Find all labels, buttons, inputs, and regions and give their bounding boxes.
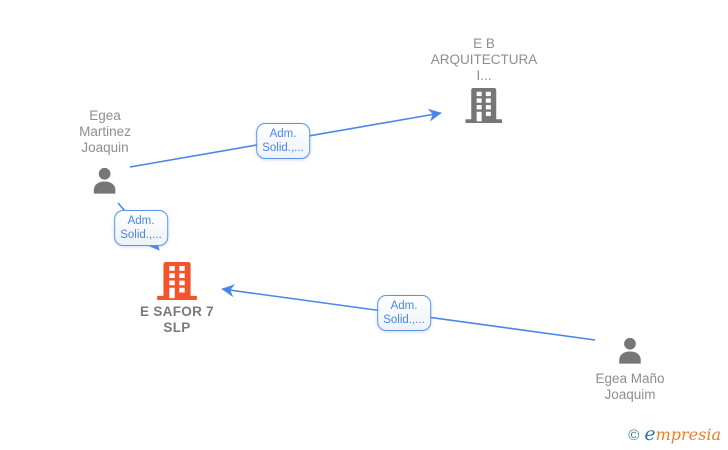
building-icon <box>465 88 503 123</box>
copyright-symbol: © <box>628 427 640 444</box>
node-person1-label: Egea Martinez Joaquin <box>79 108 131 155</box>
edge-label-e2[interactable]: Adm. Solid.,... <box>114 210 168 246</box>
brand-rest: mpresia <box>655 425 721 444</box>
edge-label-e1[interactable]: Adm. Solid.,... <box>256 123 310 159</box>
edge-label-e3[interactable]: Adm. Solid.,... <box>377 295 431 331</box>
node-company2[interactable]: E SAFOR 7 SLP <box>140 262 214 336</box>
person-icon <box>94 167 116 194</box>
person-icon <box>619 337 641 364</box>
brand-initial: e <box>644 423 656 445</box>
empresia-watermark: © empresia <box>628 423 721 445</box>
node-person2-label: Egea Maño Joaquim <box>595 371 665 402</box>
node-company1[interactable]: E B ARQUITECTURA I... <box>430 36 538 123</box>
node-company2-label: E SAFOR 7 SLP <box>140 304 214 335</box>
node-company1-label: E B ARQUITECTURA I... <box>430 36 538 83</box>
node-person1[interactable]: Egea Martinez Joaquin <box>79 108 131 195</box>
node-person2[interactable]: Egea Maño Joaquim <box>595 335 665 403</box>
building-icon <box>157 262 197 300</box>
